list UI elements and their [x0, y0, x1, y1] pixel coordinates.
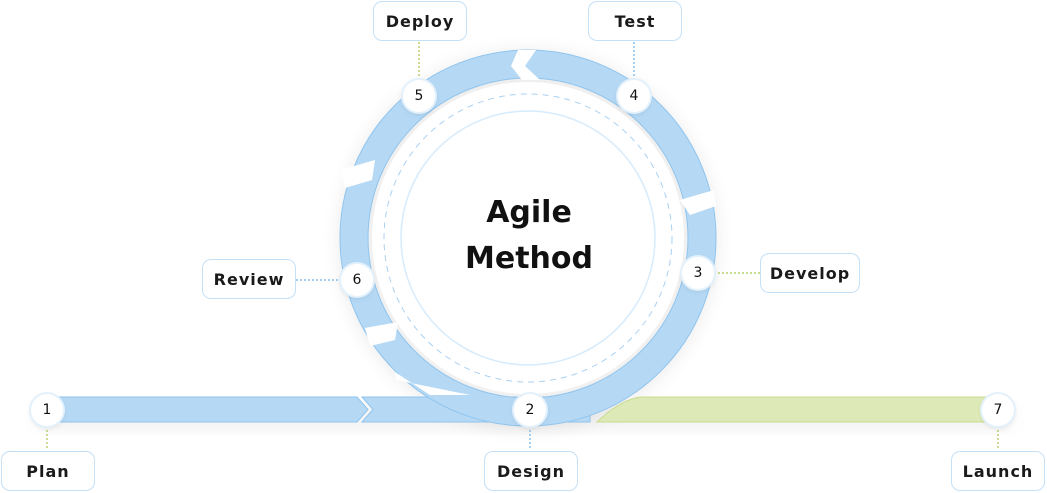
- timeline-bar-plan: [46, 396, 369, 423]
- step-label-design: Design: [484, 451, 578, 491]
- timeline-bar-launch: [595, 396, 1001, 423]
- step-label-test: Test: [588, 1, 682, 41]
- connector-lines: [46, 42, 999, 450]
- inner-dashed-circle: [383, 93, 673, 383]
- step-label-deploy: Deploy: [373, 1, 467, 41]
- title-line-1: Agile: [486, 195, 572, 230]
- diagram-title: Agile Method: [429, 190, 629, 282]
- step-badge-3: 3: [682, 257, 714, 289]
- inner-circle: [400, 110, 656, 366]
- step-label-develop: Develop: [760, 253, 860, 293]
- step-badge-7: 7: [982, 394, 1014, 426]
- step-badge-6: 6: [341, 264, 373, 296]
- step-label-launch: Launch: [951, 451, 1045, 491]
- step-badge-1: 1: [31, 394, 63, 426]
- step-label-review: Review: [202, 259, 296, 299]
- step-label-plan: Plan: [1, 451, 95, 491]
- title-line-2: Method: [465, 241, 593, 276]
- step-badge-2: 2: [514, 394, 546, 426]
- step-badge-5: 5: [403, 80, 435, 112]
- step-badge-4: 4: [618, 80, 650, 112]
